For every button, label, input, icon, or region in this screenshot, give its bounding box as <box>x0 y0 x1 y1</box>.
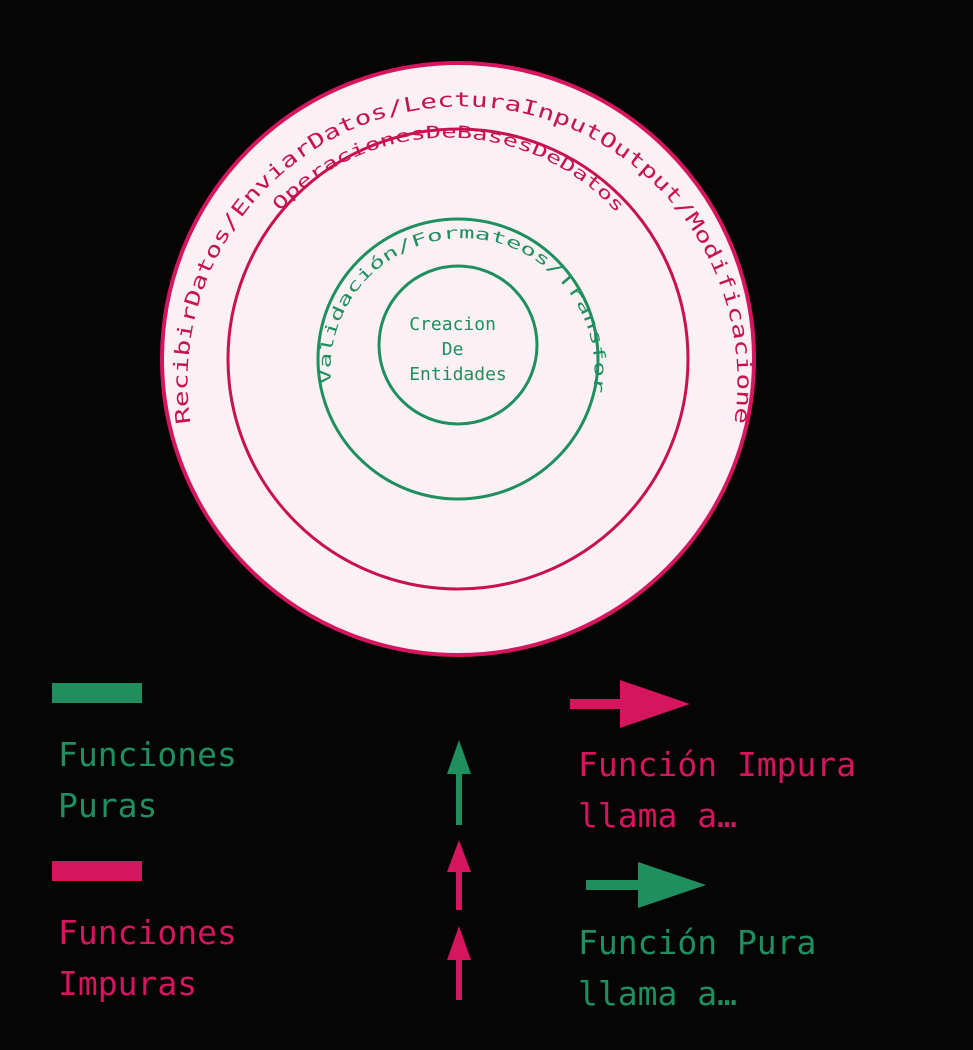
impure-call-arrow-icon <box>570 680 690 728</box>
core-layer-label: Creacion De Entidades <box>409 314 507 385</box>
pure-up-arrow-icon <box>447 740 471 825</box>
pure-functions-label: Funciones Puras <box>58 735 257 825</box>
database-layer-ring <box>226 127 690 591</box>
impure-call-label: Función Impura llama a… <box>578 745 876 835</box>
impure-functions-label: Funciones Impuras <box>58 913 257 1003</box>
pure-call-arrow-icon <box>586 862 706 908</box>
core-layer-ring <box>377 264 539 426</box>
pure-call-label: Función Pura llama a… <box>578 923 836 1013</box>
pure-color-swatch <box>52 683 142 703</box>
outer-layer-disc <box>160 61 756 657</box>
validation-layer-ring <box>316 217 600 501</box>
impure-up-arrow-2-icon <box>447 926 471 1000</box>
impure-color-swatch <box>52 861 142 881</box>
impure-up-arrow-icon <box>447 840 471 910</box>
